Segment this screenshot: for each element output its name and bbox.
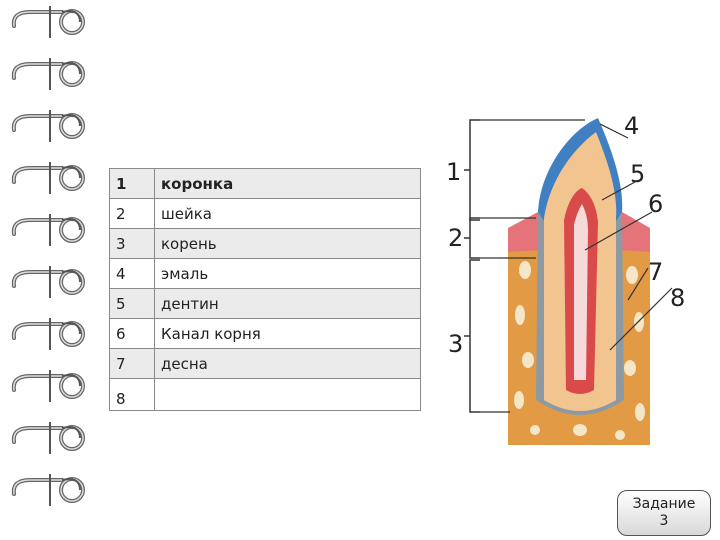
table-row: 5 дентин [110,289,421,319]
spiral-ring-icon [8,160,88,196]
bracket-neck [464,218,480,258]
bracket-crown [464,120,480,220]
answer-input-cell[interactable] [155,379,421,411]
task-button[interactable]: Задание 3 [617,490,711,536]
tooth-diagram: 1 2 3 4 5 6 7 8 [440,100,720,460]
row-term: десна [155,349,421,379]
spiral-ring-icon [8,56,88,92]
part-label-4: 4 [624,112,639,140]
table-row: 8 [110,379,421,411]
notebook-spiral [0,0,100,540]
table-row: 3 корень [110,229,421,259]
row-number: 7 [110,349,155,379]
table-row: 7 десна [110,349,421,379]
spiral-ring-icon [8,420,88,456]
table-row: 6 Канал корня [110,319,421,349]
row-number: 8 [110,379,155,411]
spiral-ring-icon [8,264,88,300]
row-term: эмаль [155,259,421,289]
table-row: 2 шейка [110,199,421,229]
region-label-3: 3 [448,330,463,358]
row-number: 1 [110,169,155,199]
row-number: 4 [110,259,155,289]
spiral-ring-icon [8,4,88,40]
row-term: корень [155,229,421,259]
pulp-core [574,204,588,380]
row-number: 3 [110,229,155,259]
row-number: 2 [110,199,155,229]
answer-table: 1 коронка 2 шейка 3 корень 4 эмаль 5 ден… [109,168,421,411]
spiral-ring-icon [8,212,88,248]
part-label-6: 6 [648,190,663,218]
row-number: 5 [110,289,155,319]
task-button-line2: 3 [660,513,669,530]
region-label-2: 2 [448,224,463,252]
row-term: дентин [155,289,421,319]
row-term: шейка [155,199,421,229]
spiral-ring-icon [8,108,88,144]
spiral-ring-icon [8,316,88,352]
table-row: 4 эмаль [110,259,421,289]
row-term: коронка [155,169,421,199]
row-number: 6 [110,319,155,349]
part-label-7: 7 [648,258,663,286]
region-label-1: 1 [446,158,461,186]
spiral-ring-icon [8,472,88,508]
bracket-root [464,260,480,412]
part-label-5: 5 [630,160,645,188]
task-button-line1: Задание [633,496,696,513]
table-row: 1 коронка [110,169,421,199]
part-label-8: 8 [670,284,685,312]
spiral-ring-icon [8,368,88,404]
row-term: Канал корня [155,319,421,349]
